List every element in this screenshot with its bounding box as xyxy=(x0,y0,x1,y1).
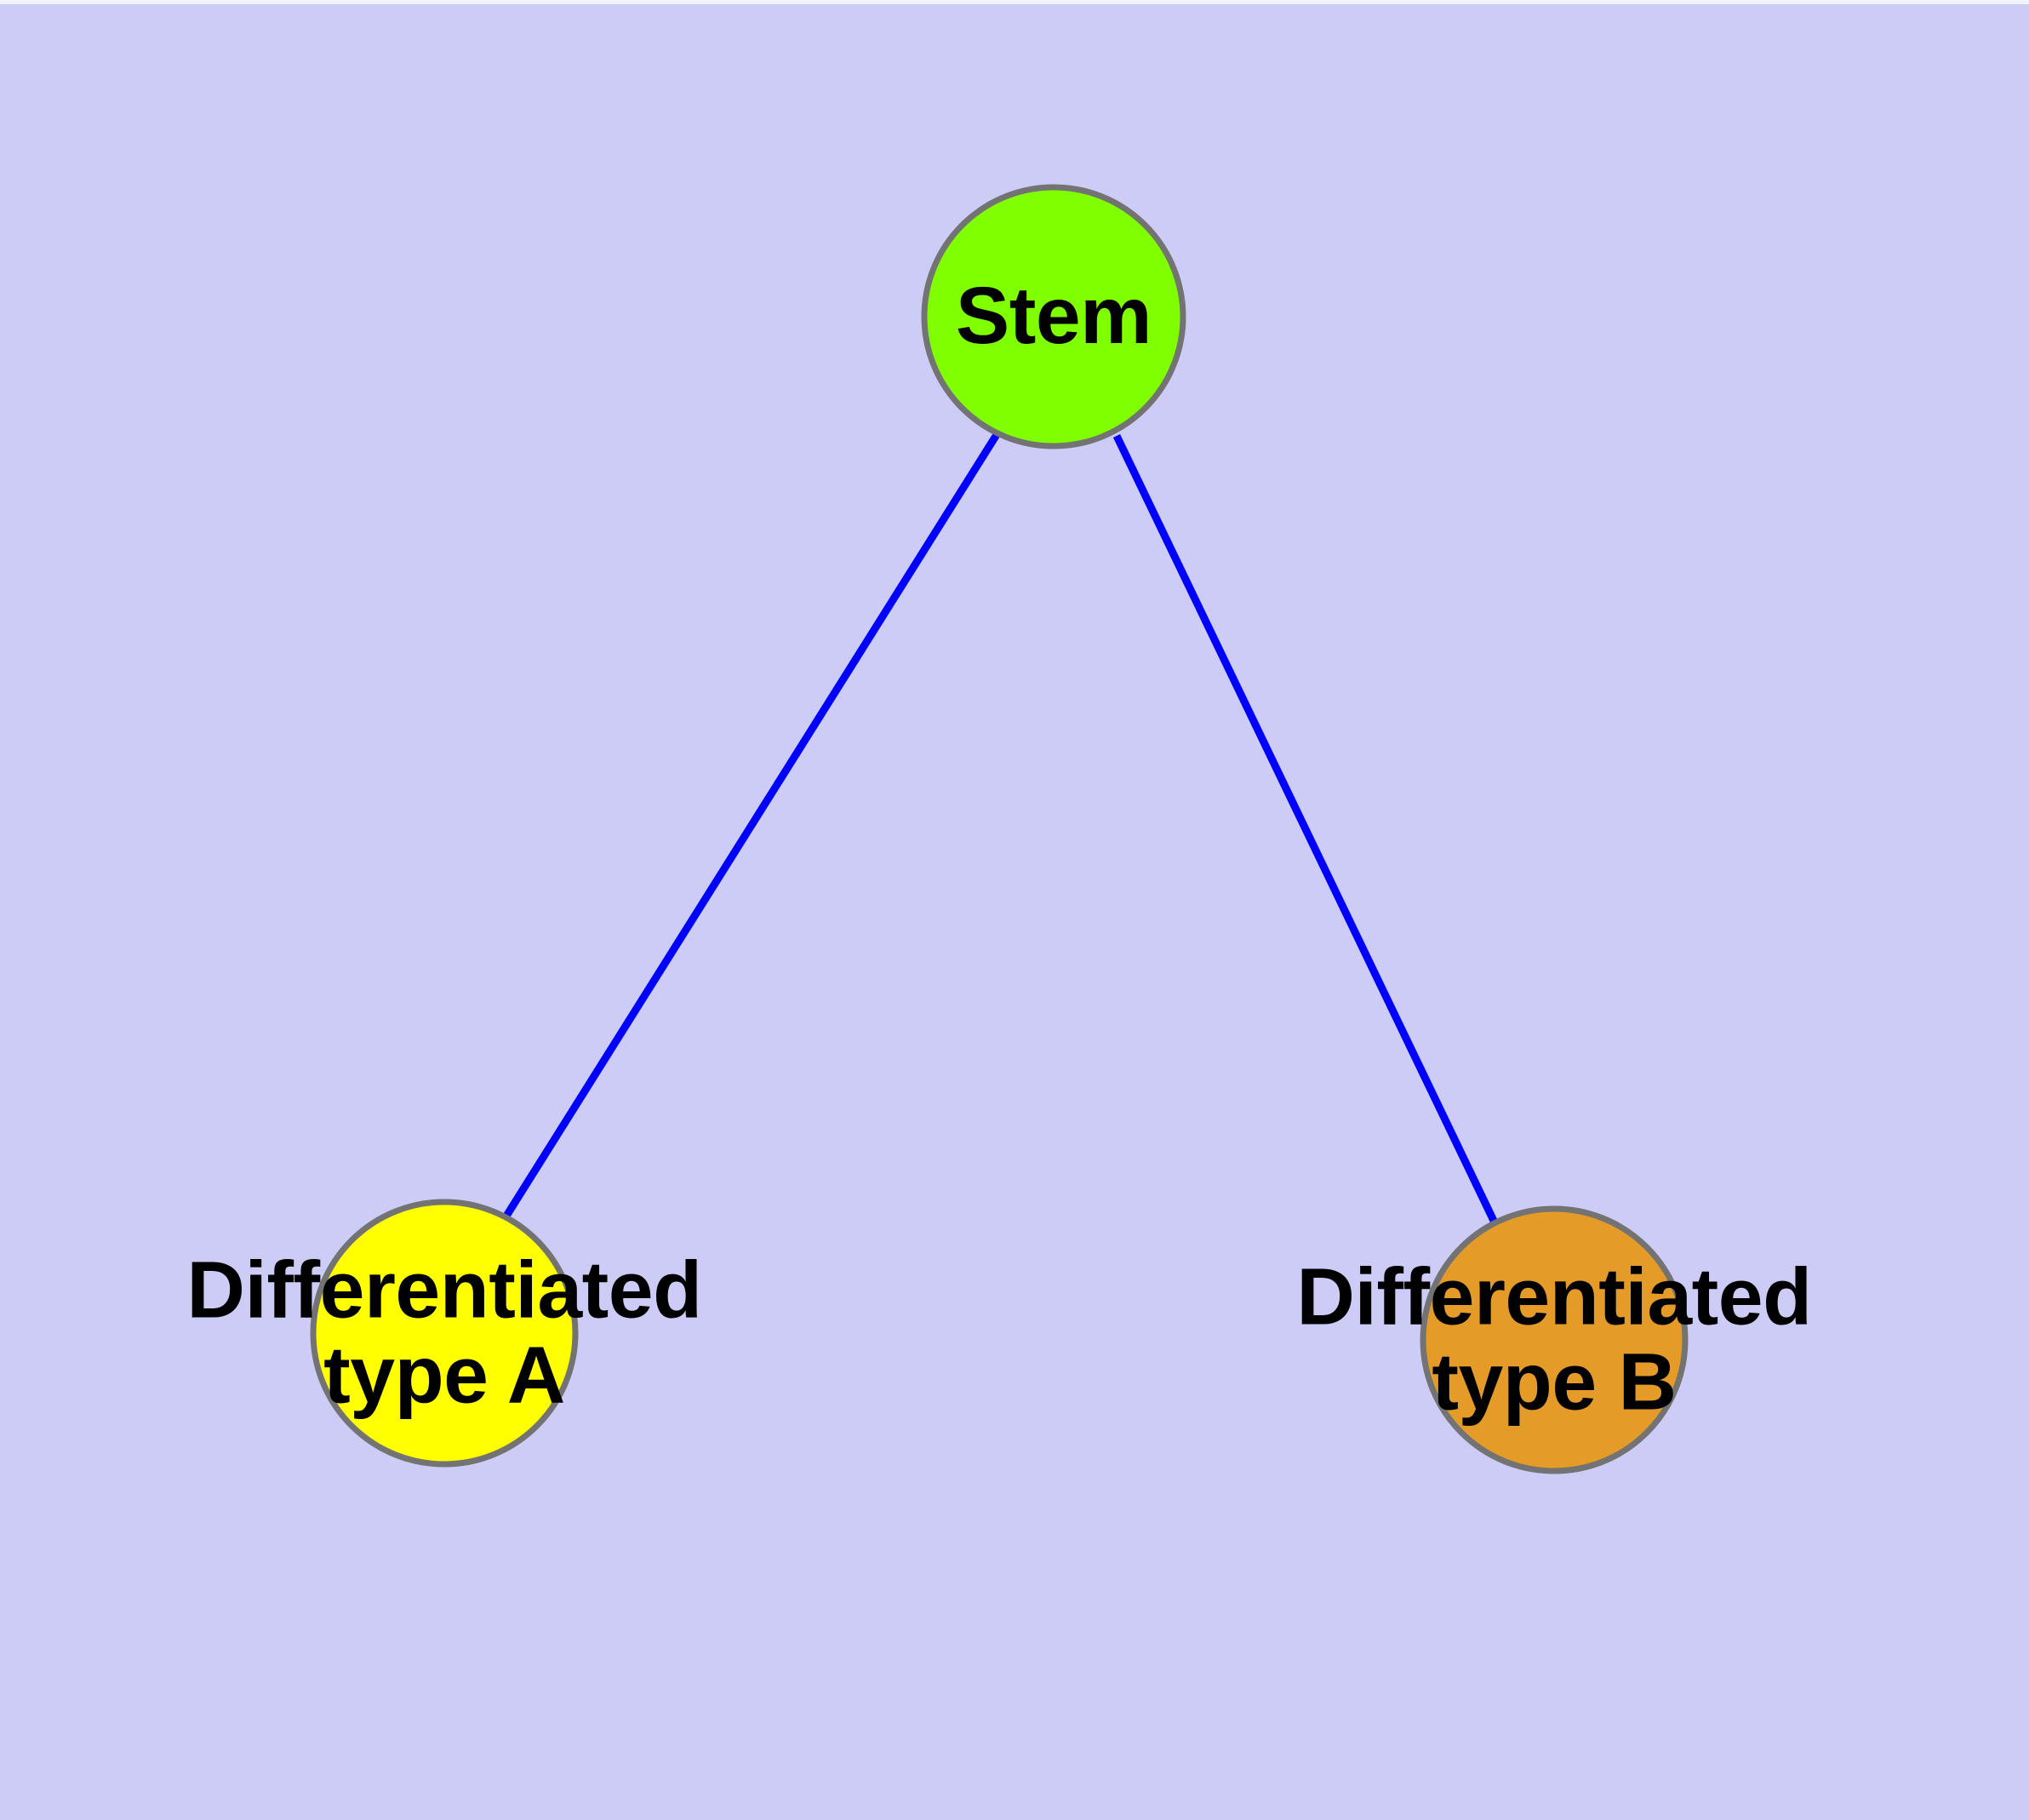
edge-layer xyxy=(502,431,1498,1222)
node-diff-b-circle[interactable] xyxy=(1420,1205,1689,1474)
canvas-top-margin xyxy=(0,0,2029,4)
edge-stem-to-diff-a xyxy=(502,431,1001,1220)
edge-stem-to-diff-b xyxy=(1112,434,1498,1222)
node-diff-a-circle[interactable] xyxy=(310,1199,579,1468)
node-stem-circle[interactable] xyxy=(921,184,1186,449)
node-layer xyxy=(310,184,1689,1474)
